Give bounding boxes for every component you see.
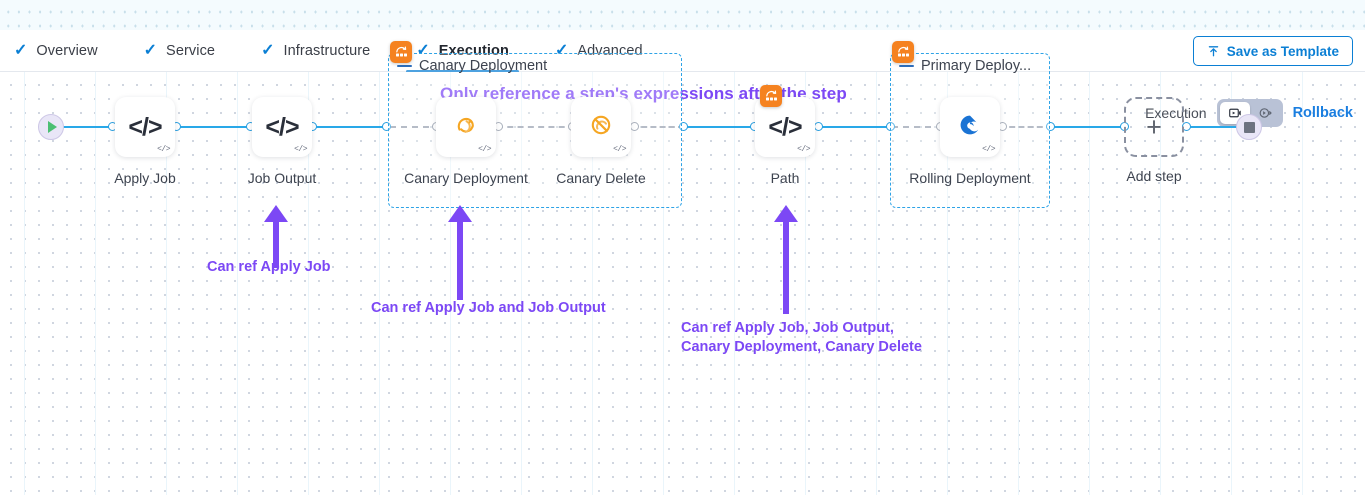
stage-tab-bar: ✓ Overview ✓ Service ✓ Infrastructure ✓ … [0, 30, 1365, 73]
collapse-group-icon[interactable] [899, 65, 914, 67]
step-label-rolling-deployment: Rolling Deployment [909, 170, 1031, 186]
edge-addstep-end [1184, 126, 1240, 128]
edge-canarydelete-groupout [632, 126, 684, 128]
step-label-canary-deployment: Canary Deployment [404, 170, 528, 186]
start-node[interactable] [38, 114, 64, 140]
step-node-job-output[interactable]: </> </> [252, 97, 312, 157]
port-path-out[interactable] [814, 122, 823, 131]
edge-joboutput-canarygroup [306, 126, 392, 128]
play-icon [48, 121, 57, 133]
port-primarygroup-out[interactable] [1046, 122, 1055, 131]
step-label-job-output: Job Output [247, 170, 317, 186]
annotation-arrow-3 [772, 204, 800, 319]
step-group-icon[interactable] [892, 41, 914, 63]
code-badge: </> [157, 145, 170, 154]
annotation-arrow-2 [446, 204, 474, 305]
annotation-apply-job-and-job-output: Can ref Apply Job and Job Output [371, 300, 606, 316]
step-node-rolling-deployment[interactable]: </> [940, 97, 1000, 157]
tab-service[interactable]: ✓ Service [144, 30, 231, 72]
edge-canary-canarydelete [497, 126, 575, 128]
save-as-template-button[interactable]: Save as Template [1192, 36, 1353, 66]
code-badge: </> [294, 145, 307, 154]
step-node-apply-job[interactable]: </> </> [115, 97, 175, 157]
check-icon: ✓ [554, 41, 569, 59]
edge-applyjob-joboutput [170, 126, 256, 128]
port-canarygroup-in[interactable] [382, 122, 391, 131]
execution-label: Execution [1145, 105, 1207, 121]
code-icon: </> [128, 112, 162, 141]
edge-canarygroup-path [681, 126, 759, 128]
tab-label: Overview [36, 42, 98, 59]
check-icon: ✓ [416, 41, 430, 59]
tab-execution[interactable]: ✓ Execution [406, 30, 525, 73]
check-icon: ✓ [143, 41, 158, 59]
group-header: Primary Deploy... [899, 52, 1031, 80]
code-badge: </> [982, 145, 995, 154]
check-icon: ✓ [14, 41, 28, 59]
tab-label: Execution [438, 42, 509, 59]
step-group-icon[interactable] [760, 85, 782, 107]
upload-icon [1207, 45, 1220, 58]
stop-icon [1243, 121, 1255, 133]
add-step-button[interactable]: + [1124, 97, 1184, 157]
edge-group-in-rolling [892, 126, 942, 128]
port-canarygroup-out[interactable] [679, 122, 688, 131]
code-badge: </> [478, 145, 491, 154]
edge-path-primarygroup [812, 126, 894, 128]
edge-start-applyjob [62, 126, 122, 128]
step-label-apply-job: Apply Job [114, 170, 176, 186]
tab-overview[interactable]: ✓ Overview [14, 30, 114, 72]
tab-advanced[interactable]: ✓ Advanced [555, 30, 659, 72]
rolling-spiral-icon [954, 109, 986, 146]
canary-delete-icon [585, 109, 617, 146]
edge-group-in-canary [390, 126, 440, 128]
canary-bird-icon [450, 109, 482, 146]
group-header: Canary Deployment [397, 52, 547, 80]
rollback-link[interactable]: Rollback [1292, 105, 1353, 121]
edge-rolling-groupout [1000, 126, 1052, 128]
code-icon: </> [265, 112, 299, 141]
annotation-apply-job: Can ref Apply Job [207, 259, 331, 275]
pipeline-graph: Canary Deployment Primary Deploy... [38, 41, 1262, 355]
tab-label: Service [166, 42, 216, 59]
annotation-canary-refs: Can ref Apply Job, Job Output, Canary De… [681, 320, 922, 355]
tab-label: Advanced [577, 42, 643, 59]
canvas-top-strip [0, 0, 1365, 30]
group-title: Primary Deploy... [921, 58, 1032, 74]
rollback-view-icon[interactable] [1250, 102, 1280, 124]
group-title: Canary Deployment [419, 58, 548, 74]
step-label-canary-delete: Canary Delete [556, 170, 646, 186]
end-node[interactable] [1236, 114, 1262, 140]
step-node-path[interactable]: </> </> [755, 97, 815, 157]
code-icon: </> [768, 112, 802, 141]
code-badge: </> [613, 145, 626, 154]
pipeline-canvas[interactable] [0, 72, 1365, 495]
tab-infrastructure[interactable]: ✓ Infrastructure [261, 30, 386, 72]
step-group-icon[interactable] [390, 41, 412, 63]
add-step-label: Add step [1126, 168, 1182, 184]
step-label-path: Path [770, 170, 800, 186]
check-icon: ✓ [261, 41, 275, 59]
step-node-canary-delete[interactable]: </> [571, 97, 631, 157]
save-as-template-label: Save as Template [1226, 43, 1339, 59]
tab-label: Infrastructure [283, 42, 371, 59]
collapse-group-icon[interactable] [397, 65, 412, 67]
code-badge: </> [797, 145, 810, 154]
plus-icon: + [1146, 111, 1162, 142]
step-node-canary-deployment[interactable]: </> [436, 97, 496, 157]
annotation-arrow-1 [262, 204, 290, 273]
canvas-headline: Only reference a step's expressions afte… [440, 84, 847, 103]
edge-primarygroup-addstep [1048, 126, 1126, 128]
